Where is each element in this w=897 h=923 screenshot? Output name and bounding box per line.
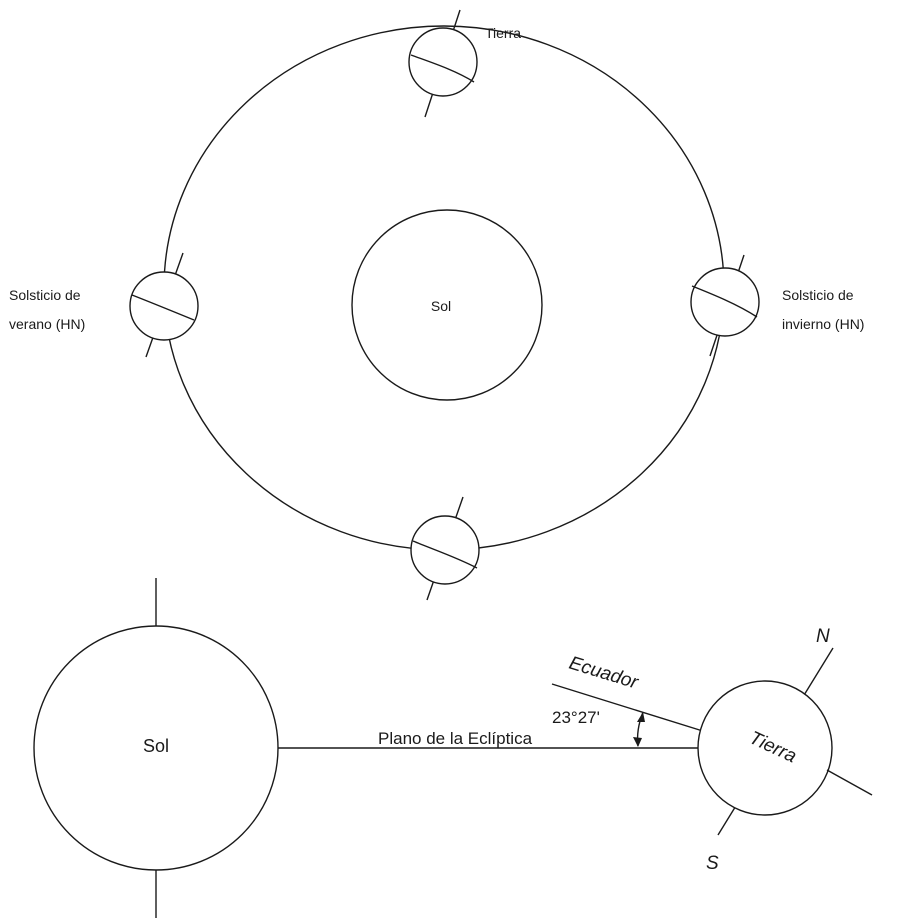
tilt-arrow-down	[633, 737, 642, 747]
earth-bottom	[410, 496, 480, 601]
north-label: N	[816, 626, 830, 647]
south-label: S	[706, 853, 719, 874]
tilt-angle-label: 23°27'	[552, 708, 600, 727]
earth-left	[129, 252, 199, 358]
earth-circle-bottom	[697, 680, 833, 816]
sun-label-bottom: Sol	[143, 736, 169, 756]
equator-label: Ecuador	[567, 653, 641, 694]
equator-line	[551, 683, 707, 733]
sun-label-top: Sol	[431, 298, 451, 314]
earth-top	[408, 9, 478, 118]
ecliptic-label: Plano de la Eclíptica	[378, 729, 533, 748]
winter-solstice-label-line2: invierno (HN)	[782, 316, 864, 332]
earth-top-label: Tierra	[485, 25, 521, 41]
tilt-arrow-up	[637, 712, 645, 722]
summer-solstice-label-line2: verano (HN)	[9, 316, 85, 332]
earth-right	[690, 254, 760, 357]
sun-circle-top	[351, 209, 543, 401]
winter-solstice-label-line1: Solsticio de	[782, 287, 854, 303]
equator-line-far-side	[826, 769, 873, 796]
summer-solstice-label-line1: Solsticio de	[9, 287, 81, 303]
